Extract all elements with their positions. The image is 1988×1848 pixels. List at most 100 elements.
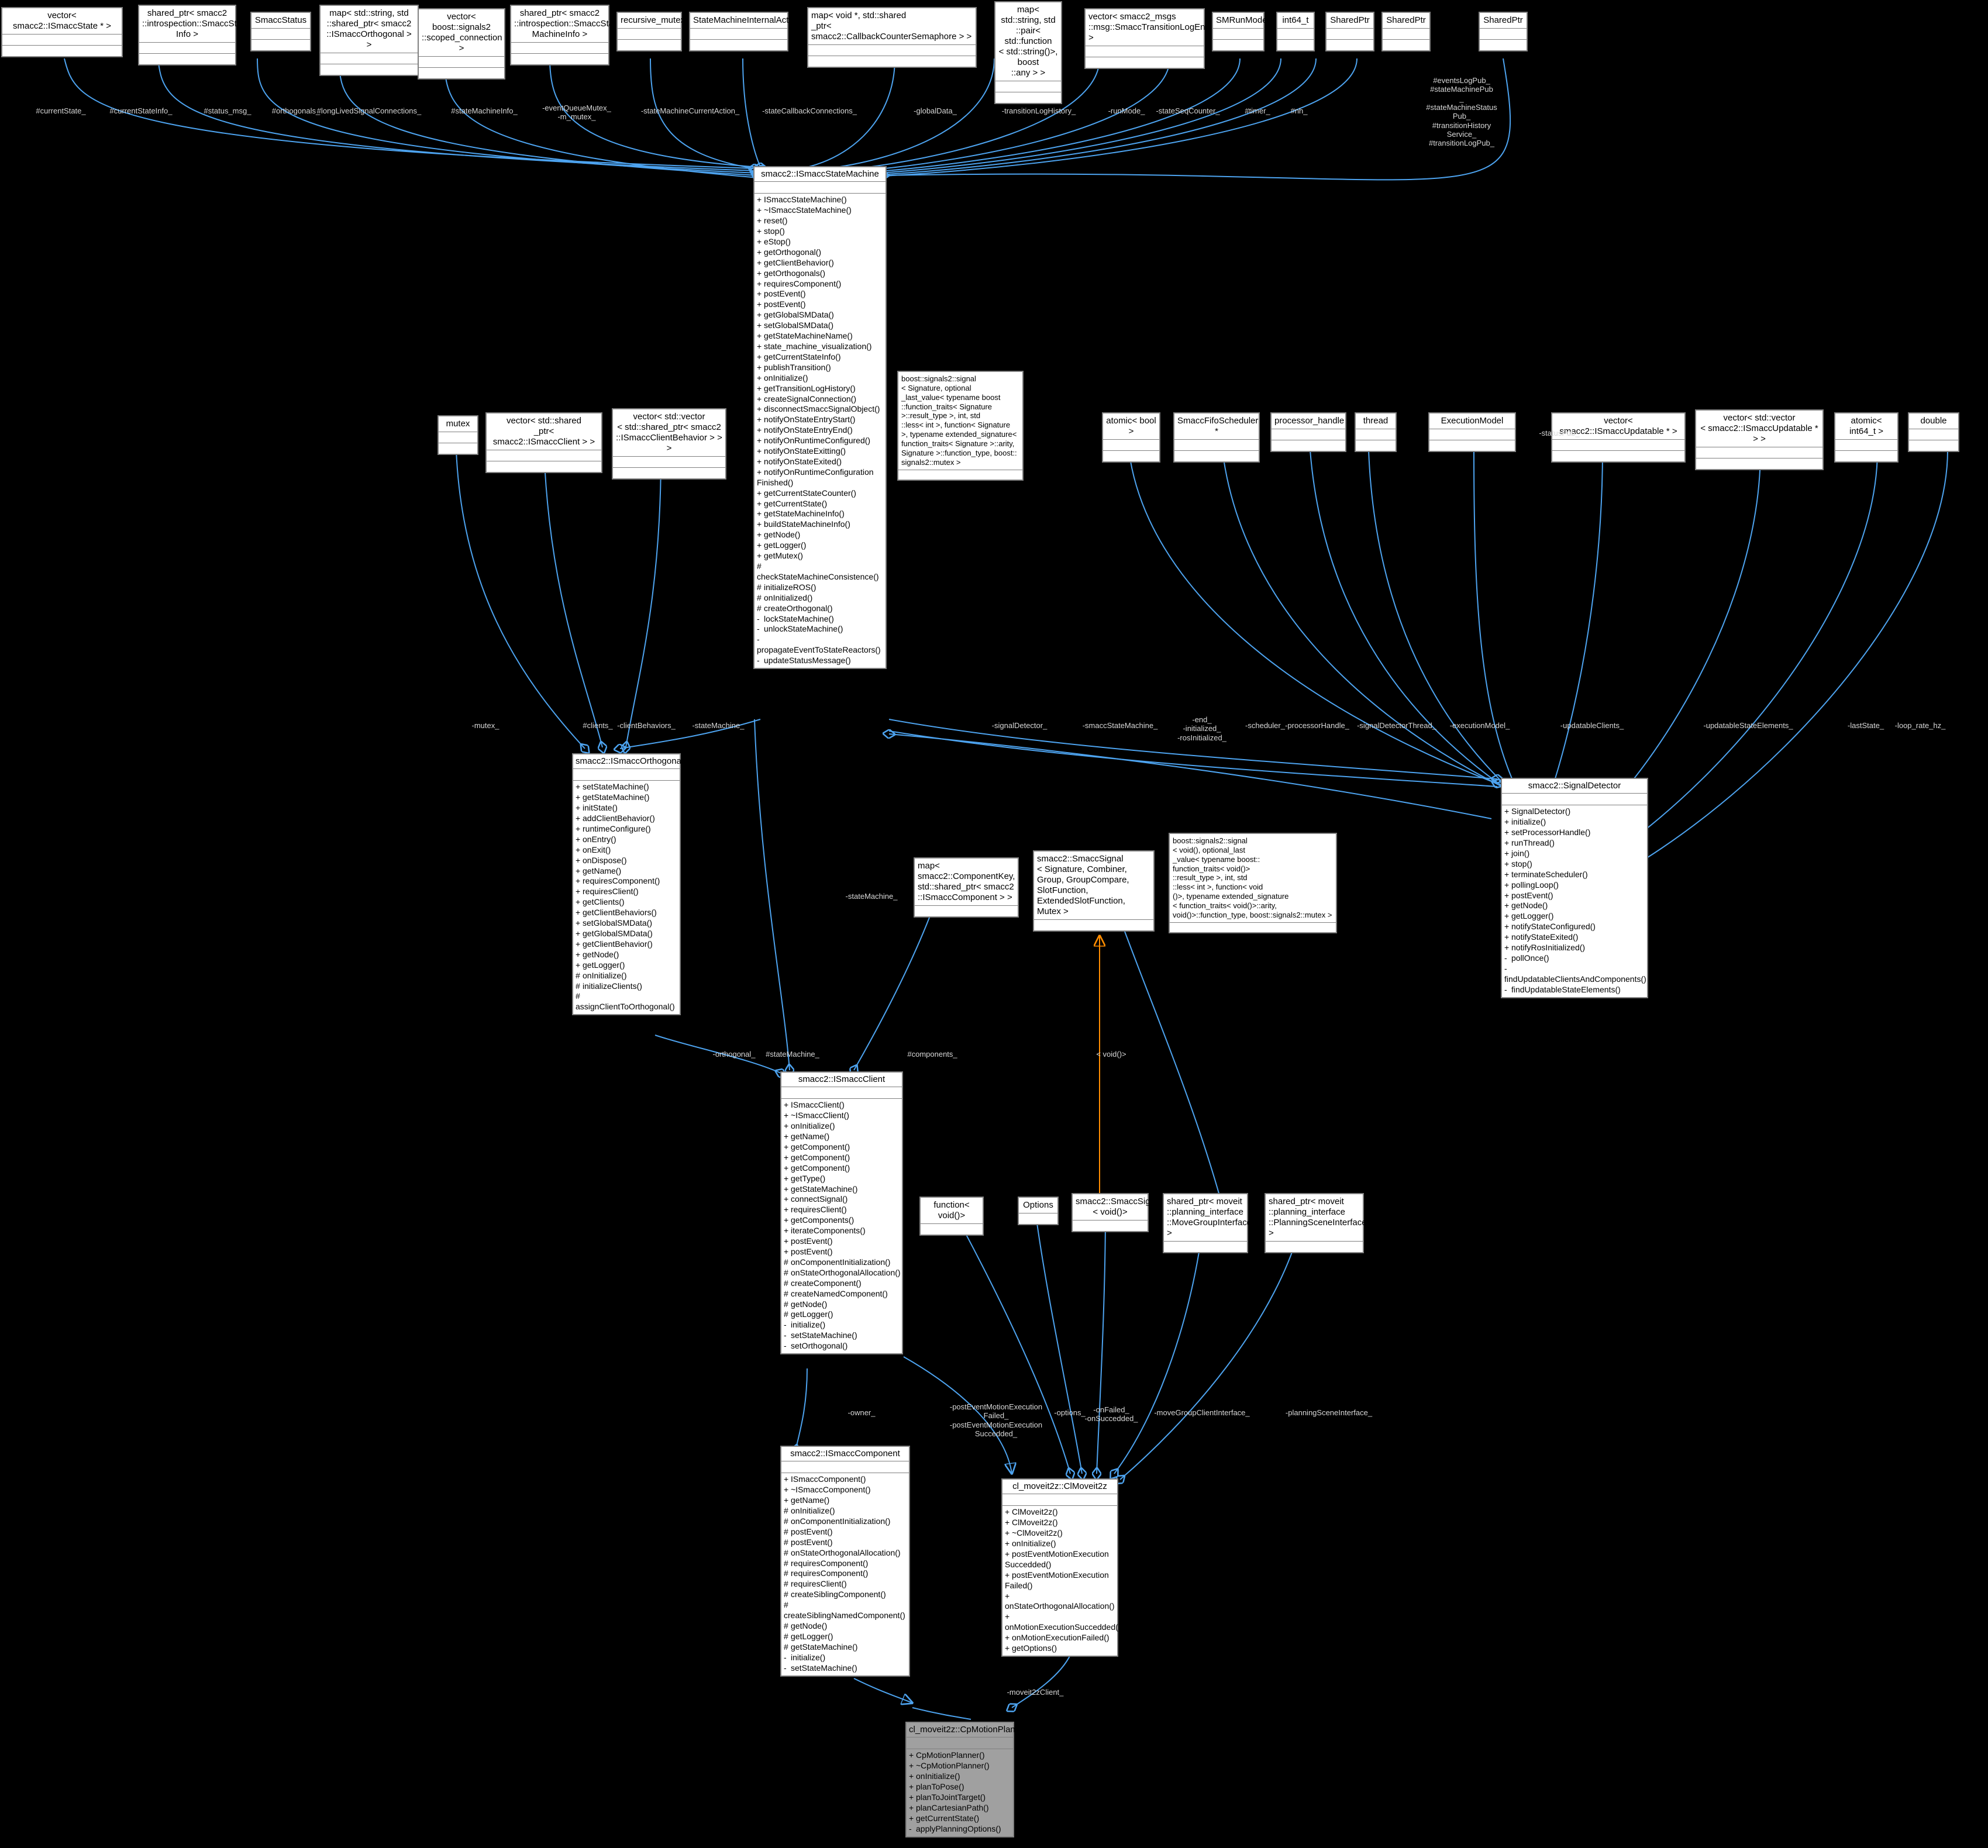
member-visibility: +	[1504, 828, 1510, 837]
member-visibility: +	[1005, 1570, 1010, 1580]
class-member: +onInitialize()	[908, 1771, 1012, 1782]
member-visibility: #	[784, 1516, 788, 1526]
class-ismaccclient[interactable]: smacc2::ISmaccClient +ISmaccClient()+~IS…	[780, 1071, 903, 1355]
member-visibility: +	[1504, 880, 1510, 889]
member-name: initialize()	[791, 1320, 826, 1330]
class-ismaccstatemachine[interactable]: smacc2::ISmaccStateMachine +ISmaccStateM…	[753, 166, 887, 670]
class-title: smacc2::ISmaccOrthogonal	[573, 754, 683, 770]
edge-label-smaccStateMachine: -smaccStateMachine_	[1082, 721, 1158, 730]
class-member: +planToJointTarget()	[908, 1792, 1012, 1803]
member-visibility: #	[784, 1257, 788, 1267]
member-name: ~CpMotionPlanner()	[916, 1761, 990, 1771]
member-name: planCartesianPath()	[916, 1802, 989, 1812]
node-int64-t: int64_t	[1276, 12, 1315, 51]
member-name: requiresComponent()	[791, 1568, 869, 1578]
class-member: -updateStatusMessage()	[756, 656, 884, 666]
edge-label-signalDetector: -signalDetector_	[991, 721, 1048, 730]
member-name: postEvent()	[764, 289, 806, 299]
member-visibility: +	[576, 823, 581, 833]
class-member: +ClMoveit2z()	[1004, 1507, 1116, 1518]
class-member: +getOptions()	[1004, 1643, 1116, 1654]
node-vector-scoped-connection: vector< boost::signals2 ::scoped_connect…	[418, 8, 505, 80]
class-member: +notifyRosInitialized()	[1503, 943, 1646, 953]
class-operations: +ISmaccComponent()+~ISmaccComponent()+ge…	[781, 1473, 909, 1675]
class-title: cl_moveit2z::ClMoveit2z	[1002, 1480, 1117, 1495]
member-name: ISmaccClient()	[791, 1100, 845, 1110]
member-name: getCurrentState()	[764, 498, 828, 508]
class-member: +notifyOnStateExited()	[756, 457, 884, 467]
class-member: +setGlobalSMData()	[574, 918, 678, 929]
class-member: -setStateMachine()	[783, 1330, 901, 1341]
member-visibility: +	[757, 278, 762, 288]
class-ismaccorthogonal[interactable]: smacc2::ISmaccOrthogonal +setStateMachin…	[572, 753, 683, 1016]
class-cpmotionplanner[interactable]: cl_moveit2z::CpMotionPlanner +CpMotionPl…	[905, 1722, 1028, 1837]
member-visibility: +	[909, 1802, 914, 1812]
member-name: requiresClient()	[791, 1205, 847, 1215]
class-clmoveit2z[interactable]: cl_moveit2z::ClMoveit2z +ClMoveit2z()+Cl…	[1001, 1478, 1121, 1657]
member-visibility: +	[757, 268, 762, 278]
member-name: getName()	[583, 866, 622, 875]
class-member: +onInitialize()	[756, 373, 884, 384]
class-member: +runThread()	[1503, 838, 1646, 849]
class-ismacccomponent[interactable]: smacc2::ISmaccComponent +ISmaccComponent…	[780, 1446, 910, 1677]
member-visibility: +	[757, 488, 762, 498]
member-name: requiresClient()	[583, 887, 639, 897]
member-name: setStateMachine()	[791, 1330, 857, 1340]
node-function-void: function< void()>	[919, 1197, 984, 1236]
member-name: postEvent()	[791, 1246, 833, 1256]
member-name: checkStateMachineConsistence()	[757, 571, 879, 581]
node-vector-updatable-ptr: vector< smacc2::ISmaccUpdatable * >	[1551, 412, 1686, 463]
member-visibility: +	[784, 1236, 789, 1246]
edge-label-stateMachine3: #stateMachine_	[766, 1050, 819, 1059]
class-member: +getType()	[783, 1174, 901, 1184]
member-visibility: +	[757, 247, 762, 257]
member-name: setGlobalSMData()	[583, 918, 653, 928]
class-member: #initializeClients()	[574, 981, 678, 992]
member-name: reset()	[764, 216, 788, 226]
node-vector-shared-ptr-behavior: vector< std::vector < std::shared_ptr< s…	[612, 408, 726, 480]
edge-label-loop_rate_hz: -loop_rate_hz_	[1894, 721, 1946, 730]
member-name: addClientBehavior()	[583, 813, 655, 823]
member-visibility: +	[576, 803, 581, 813]
member-visibility: #	[784, 1579, 788, 1589]
member-visibility: +	[784, 1215, 789, 1225]
class-member: #requiresComponent()	[783, 1568, 908, 1579]
member-name: setProcessorHandle()	[1511, 828, 1591, 837]
member-name: ~ISmaccClient()	[791, 1111, 849, 1120]
class-member: +onMotionExecutionSuccedded()	[1004, 1612, 1121, 1633]
member-name: ISmaccStateMachine()	[764, 195, 847, 205]
node-shared-ptr-planningscene: shared_ptr< moveit ::planning_interface …	[1265, 1193, 1367, 1253]
class-member: +getStateMachine()	[574, 792, 678, 803]
member-visibility: +	[1504, 859, 1510, 868]
member-name: onDispose()	[583, 855, 627, 865]
member-name: state_machine_visualization()	[764, 341, 872, 351]
class-member: +onInitialize()	[1004, 1539, 1116, 1549]
member-visibility: +	[784, 1121, 789, 1131]
member-name: notifyStateExited()	[1511, 932, 1579, 942]
member-visibility: +	[576, 855, 581, 865]
member-visibility: +	[1005, 1549, 1010, 1559]
class-member: #getNode()	[783, 1299, 901, 1310]
member-name: getType()	[791, 1173, 826, 1183]
class-member: +onDispose()	[574, 856, 678, 866]
class-member: -setStateMachine()	[783, 1663, 908, 1674]
member-name: getNode()	[583, 949, 619, 959]
class-member: +ClMoveit2z()	[1004, 1518, 1116, 1528]
member-name: initialize()	[1511, 817, 1546, 827]
edge-label-stateMachine1: -stateMachine_	[692, 721, 745, 730]
class-member: +setProcessorHandle()	[1503, 828, 1646, 838]
member-visibility: +	[1504, 932, 1510, 942]
member-visibility: +	[757, 310, 762, 320]
member-name: getComponent()	[791, 1142, 850, 1151]
member-visibility: +	[757, 195, 762, 205]
member-name: notifyOnRuntimeConfigured()	[764, 436, 871, 446]
class-member: -setOrthogonal()	[783, 1341, 901, 1351]
class-member: +notifyOnRuntimeConfiguration Finished()	[756, 467, 884, 488]
class-member: +reset()	[756, 216, 884, 226]
class-member: +getCurrentState()	[908, 1813, 1012, 1824]
edge-label-signalDetectorThread: -signalDetectorThread_	[1357, 721, 1436, 730]
class-member: #postEvent()	[783, 1537, 908, 1548]
class-signaldetector[interactable]: smacc2::SignalDetector +SignalDetector()…	[1501, 778, 1648, 998]
member-visibility: +	[757, 216, 762, 226]
member-visibility: +	[576, 897, 581, 907]
